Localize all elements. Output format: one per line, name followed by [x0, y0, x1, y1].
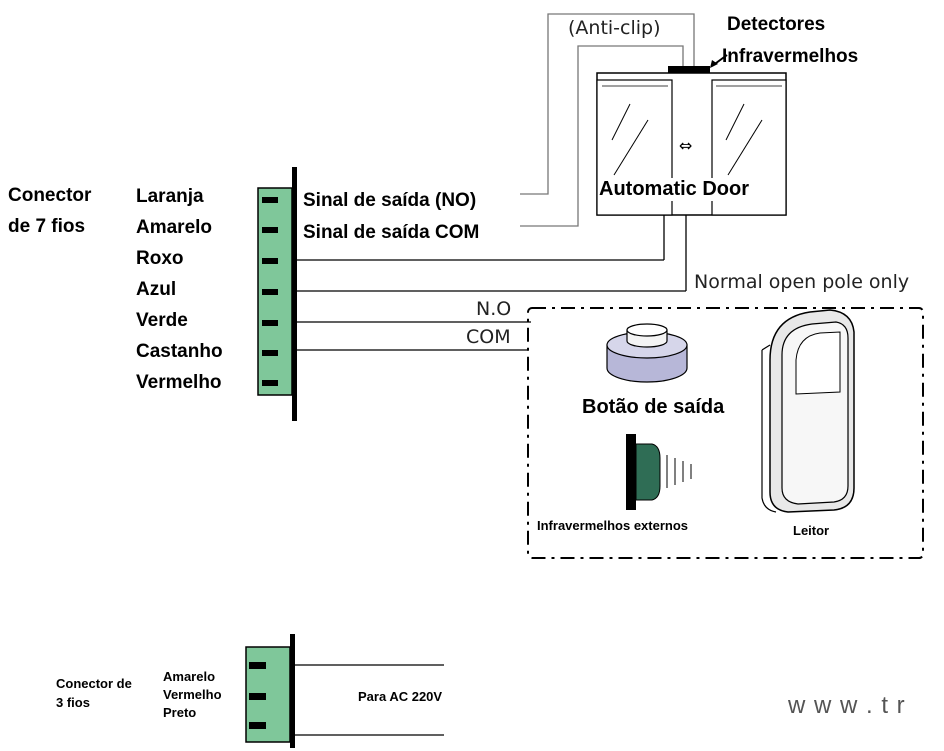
signal-com-label: Sinal de saída COM [303, 222, 480, 243]
reader-icon [761, 309, 855, 513]
wire-label-laranja: Laranja [136, 186, 204, 207]
connector-3-title-1: Conector de [56, 676, 132, 691]
pin-3 [262, 258, 278, 264]
wire-label-verde: Verde [136, 310, 188, 331]
wire-signal-no [520, 13, 695, 195]
connector-3-bar [290, 634, 295, 748]
pin3-1 [249, 662, 266, 669]
power-wire-vermelho: Vermelho [163, 687, 222, 702]
connector-7-title-2: de 7 fios [8, 216, 86, 237]
pin-7 [262, 380, 278, 386]
infrared-detector-bar [668, 66, 710, 73]
pin3-3 [249, 722, 266, 729]
exit-button-label: Botão de saída [582, 396, 725, 418]
wire-label-roxo: Roxo [136, 248, 184, 269]
anti-clip-label: (Anti-clip) [568, 17, 661, 39]
wire-label-vermelho: Vermelho [136, 372, 222, 393]
power-wire-preto: Preto [163, 705, 197, 720]
pin-1 [262, 197, 278, 203]
terminal-no-label: N.O [476, 298, 512, 320]
signal-no-label: Sinal de saída (NO) [303, 190, 477, 211]
accessory-box [527, 307, 924, 559]
connector-7-bar [292, 167, 297, 421]
reader-label: Leitor [793, 523, 830, 538]
wire-signal-com [520, 45, 684, 227]
normal-open-label: Normal open pole only [694, 271, 910, 293]
wire-label-amarelo: Amarelo [136, 217, 213, 238]
connector-3-title-2: 3 fios [56, 695, 90, 710]
terminal-com-label: COM [466, 326, 511, 348]
external-infrared-label: Infravermelhos externos [537, 518, 689, 533]
pin-4 [262, 289, 278, 295]
power-wire-amarelo: Amarelo [163, 669, 216, 684]
pin-2 [262, 227, 278, 233]
automatic-door-label: Automatic Door [599, 178, 749, 201]
door-arrow-icon: ⇔ [679, 136, 693, 155]
detectors-label-2: Infravermelhos [722, 46, 859, 67]
connector-7-title-1: Conector [8, 185, 92, 206]
power-supply-label: Para AC 220V [358, 689, 443, 704]
pin-6 [262, 350, 278, 356]
external-infrared-icon [626, 434, 692, 510]
detectors-label-1: Detectores [727, 14, 826, 35]
exit-button-icon [606, 323, 688, 383]
pin3-2 [249, 693, 266, 700]
wire-label-azul: Azul [136, 279, 177, 300]
wire-label-castanho: Castanho [136, 341, 223, 362]
watermark: w w w . t r [788, 692, 906, 719]
pin-5 [262, 320, 278, 326]
